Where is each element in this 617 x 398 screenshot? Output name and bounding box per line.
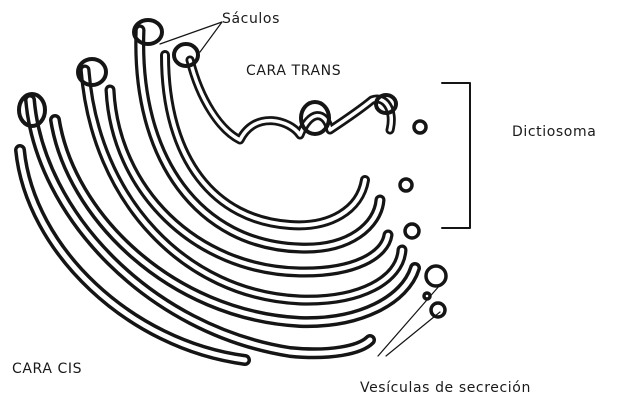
vesicle [431,303,445,317]
vesicle [426,266,446,286]
dictiosoma-bracket [442,83,470,228]
vesicle [414,121,426,133]
label-cara-cis: CARA CIS [12,362,82,376]
vesicle [400,179,412,191]
vesicle [405,224,419,238]
label-cara-trans: CARA TRANS [246,64,341,78]
label-dictiosoma: Dictiosoma [512,125,596,139]
label-saculos: Sáculos [222,12,280,26]
label-vesiculas-secrecion: Vesículas de secreción [360,381,531,395]
